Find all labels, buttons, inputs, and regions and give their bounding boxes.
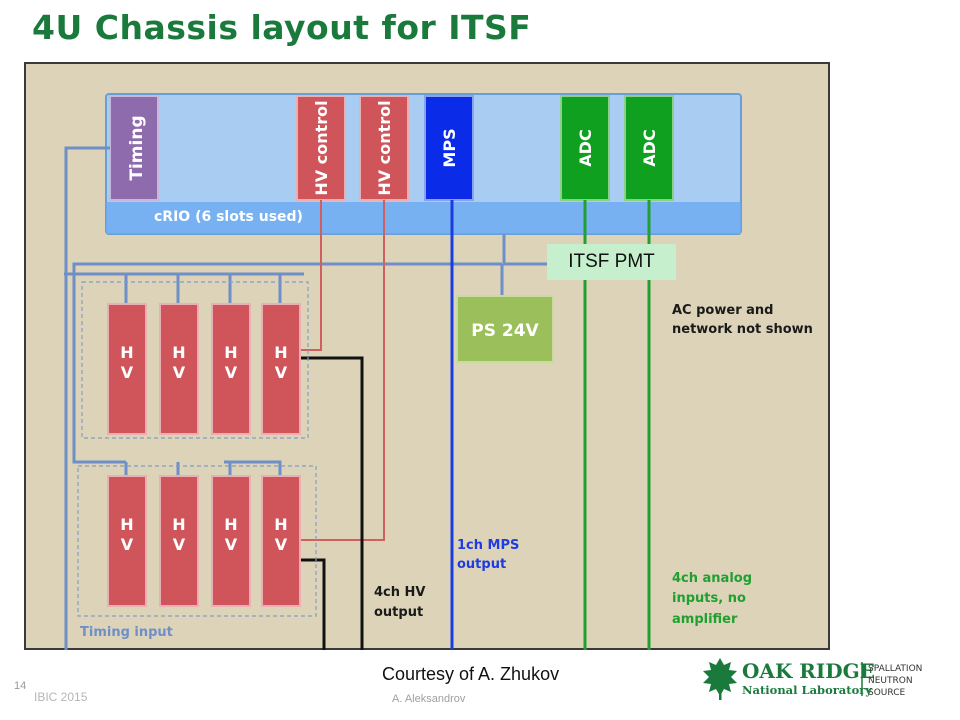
svg-text:V: V [121,535,134,554]
oak-leaf-icon [703,658,737,700]
hv-output-label-1: 4ch HV [374,585,425,600]
hv-module: HV [261,303,301,435]
module-adc-1: ADC [560,95,610,201]
svg-text:PS 24V: PS 24V [471,321,539,341]
hv-module: HV [159,475,199,607]
svg-text:OAK RIDGE: OAK RIDGE [742,659,875,683]
author-footer: A. Aleksandrov [392,693,466,705]
ornl-sns-logo: OAK RIDGE National Laboratory SPALLATION… [703,658,922,700]
svg-text:V: V [173,363,186,382]
hv-module: HV [159,303,199,435]
hv-module: HV [211,303,251,435]
svg-text:V: V [225,535,238,554]
svg-text:HV control: HV control [375,100,394,195]
hv-output-label-2: output [374,605,423,620]
analog-label-1: 4ch analog [672,571,752,586]
svg-text:H: H [172,343,185,362]
module-hv-control-1: HV control [296,95,346,201]
svg-text:Timing: Timing [127,115,147,180]
svg-text:MPS: MPS [440,128,459,167]
module-timing: Timing [109,95,159,201]
svg-text:V: V [275,535,288,554]
itsf-pmt-callout: ITSF PMT [547,244,676,280]
timing-lines [64,146,552,650]
chassis-diagram: cRIO (6 slots used) Timing HV control HV… [24,62,830,650]
page-number: 14 [14,680,27,692]
svg-text:SOURCE: SOURCE [868,688,905,698]
hv-module: HV [261,475,301,607]
note-network: network not shown [672,322,813,337]
conference-footer: IBIC 2015 [34,690,88,704]
svg-text:H: H [274,515,287,534]
svg-text:National Laboratory: National Laboratory [742,683,872,697]
mps-output-label-2: output [457,557,506,572]
hv-output-lines [300,356,364,650]
svg-text:HV control: HV control [312,100,331,195]
svg-text:ADC: ADC [576,129,595,166]
svg-text:H: H [172,515,185,534]
svg-text:NEUTRON: NEUTRON [868,676,913,686]
module-mps: MPS [424,95,474,201]
timing-input-label: Timing input [80,625,173,640]
module-hv-control-2: HV control [359,95,409,201]
slide-title: 4U Chassis layout for ITSF [32,8,532,47]
svg-text:H: H [120,343,133,362]
hv-module-row-top: HV HV HV HV [107,303,301,435]
courtesy-credit: Courtesy of A. Zhukov [382,664,560,684]
hv-module-row-bottom: HV HV HV HV [107,475,301,607]
ps-24v: PS 24V [456,295,554,363]
hv-control-lines [300,200,385,541]
svg-text:V: V [225,363,238,382]
svg-text:H: H [120,515,133,534]
hv-module: HV [211,475,251,607]
svg-text:H: H [224,515,237,534]
module-adc-2: ADC [624,95,674,201]
svg-text:H: H [274,343,287,362]
svg-text:SPALLATION: SPALLATION [868,664,922,674]
crio-label: cRIO (6 slots used) [154,209,303,225]
hv-module: HV [107,475,147,607]
svg-text:V: V [275,363,288,382]
hv-group-bottom [77,465,317,617]
svg-text:ADC: ADC [640,129,659,166]
hv-module: HV [107,303,147,435]
mps-output-label-1: 1ch MPS [457,538,519,553]
analog-label-2: inputs, no [672,591,746,606]
svg-text:V: V [121,363,134,382]
svg-text:H: H [224,343,237,362]
hv-group-top [81,281,309,439]
note-ac-power: AC power and [672,303,773,318]
svg-text:V: V [173,535,186,554]
analog-label-3: amplifier [672,612,738,627]
